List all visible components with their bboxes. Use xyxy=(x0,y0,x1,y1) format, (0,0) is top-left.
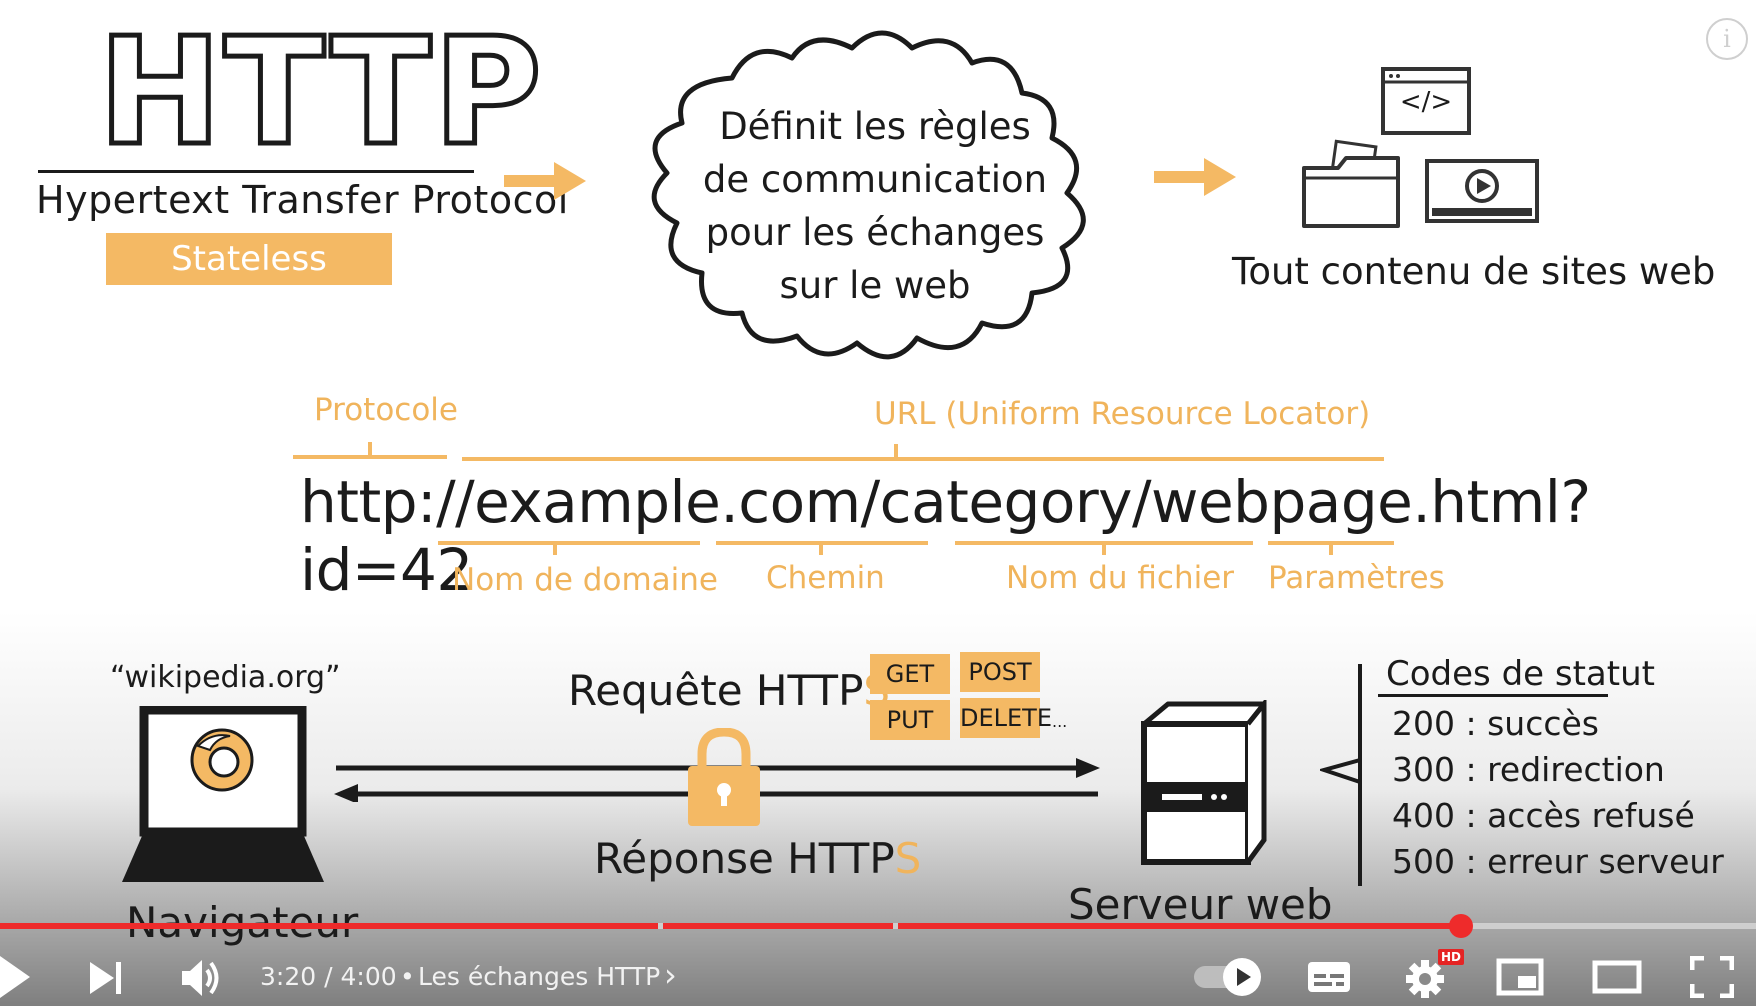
cloud-line: de communication xyxy=(702,158,1048,201)
subtitles-icon[interactable] xyxy=(1306,960,1352,994)
video-icon xyxy=(1425,159,1539,223)
miniplayer-icon[interactable] xyxy=(1496,958,1544,996)
code-window-icon xyxy=(1381,67,1471,135)
server-icon xyxy=(1141,700,1267,865)
url-tick xyxy=(894,444,898,458)
domain-tick xyxy=(553,541,557,555)
browser-label: Navigateur xyxy=(126,898,358,947)
methods-more: ... xyxy=(1052,712,1068,731)
request-text: Requête HTTP xyxy=(568,666,864,715)
status-code: 500 : erreur serveur xyxy=(1392,842,1724,881)
label-path: Chemin xyxy=(766,560,885,596)
method-badge: POST xyxy=(960,652,1040,692)
slide-title: HTTP xyxy=(96,6,545,178)
volume-icon[interactable] xyxy=(180,958,222,998)
method-badge: DELETE xyxy=(960,698,1052,738)
chapter-segment-played xyxy=(898,923,1461,929)
hd-badge: HD xyxy=(1438,949,1464,965)
params-tick xyxy=(1329,541,1333,555)
autoplay-knob-icon[interactable] xyxy=(1222,957,1262,997)
title-underline xyxy=(38,170,474,173)
protocol-bracket xyxy=(293,455,447,459)
domain-bracket xyxy=(438,541,700,545)
cloud-shape xyxy=(651,30,1086,360)
time-current: 3:20 xyxy=(260,962,317,991)
chapter-bullet: • xyxy=(400,962,415,991)
status-title: Codes de statut xyxy=(1386,654,1655,694)
time-separator: / xyxy=(324,962,333,991)
code-icon-text: </> xyxy=(1399,87,1453,117)
url-bracket xyxy=(462,457,1384,461)
chapter-segment-played xyxy=(0,923,658,929)
time-total: 4:00 xyxy=(340,962,397,991)
chapter-chevron-icon[interactable]: › xyxy=(664,956,677,994)
fullscreen-icon[interactable] xyxy=(1690,956,1734,998)
status-title-underline xyxy=(1378,694,1608,697)
lock-icon xyxy=(688,728,760,826)
protocol-tick xyxy=(368,442,372,456)
folder-icon xyxy=(1302,139,1400,228)
progress-scrubber[interactable] xyxy=(1449,914,1473,938)
example-url: http://example.com/category/webpage.html… xyxy=(300,468,1591,604)
cloud-line: Définit les règles xyxy=(719,105,1031,148)
settings-icon[interactable] xyxy=(1404,958,1446,1000)
cloud-line: sur le web xyxy=(779,264,971,307)
response-secure-suffix: S xyxy=(894,834,922,883)
label-file: Nom du fichier xyxy=(1006,560,1235,596)
firefox-logo-icon xyxy=(190,728,254,792)
request-label: Requête HTTPS xyxy=(568,666,890,715)
arrow-right-icon xyxy=(504,162,586,200)
method-badge: PUT xyxy=(870,700,950,740)
browser-site: “wikipedia.org” xyxy=(110,660,341,695)
theater-icon[interactable] xyxy=(1592,960,1642,994)
label-url: URL (Uniform Resource Locator) xyxy=(874,396,1371,432)
cloud-line: pour les échanges xyxy=(705,211,1045,254)
slide-subtitle: Hypertext Transfer Protocol xyxy=(36,178,569,222)
label-params: Paramètres xyxy=(1268,560,1445,596)
status-brace xyxy=(1320,664,1362,886)
server-label: Serveur web xyxy=(1068,880,1333,929)
label-domain: Nom de domaine xyxy=(452,562,718,598)
progress-bar[interactable] xyxy=(0,923,1756,929)
response-label: Réponse HTTPS xyxy=(594,834,921,883)
next-icon[interactable] xyxy=(88,960,124,996)
chapter-segment-played xyxy=(663,923,893,929)
info-icon[interactable]: i xyxy=(1706,18,1748,60)
chapter-title[interactable]: Les échanges HTTP xyxy=(418,962,661,991)
method-badge: GET xyxy=(870,654,950,694)
time-display: 3:20 / 4:00 xyxy=(260,962,397,991)
response-text: Réponse HTTP xyxy=(594,834,895,883)
path-tick xyxy=(819,541,823,555)
status-code: 400 : accès refusé xyxy=(1392,796,1695,835)
content-caption: Tout contenu de sites web xyxy=(1232,250,1716,293)
stateless-tag: Stateless xyxy=(106,233,392,285)
status-code: 300 : redirection xyxy=(1392,750,1665,789)
cloud-text: Définit les règles de communication pour… xyxy=(700,100,1050,312)
status-code: 200 : succès xyxy=(1392,704,1599,743)
file-tick xyxy=(1102,541,1106,555)
label-protocol: Protocole xyxy=(314,392,458,428)
arrow-right-icon xyxy=(1154,158,1236,196)
play-icon[interactable] xyxy=(0,956,32,998)
